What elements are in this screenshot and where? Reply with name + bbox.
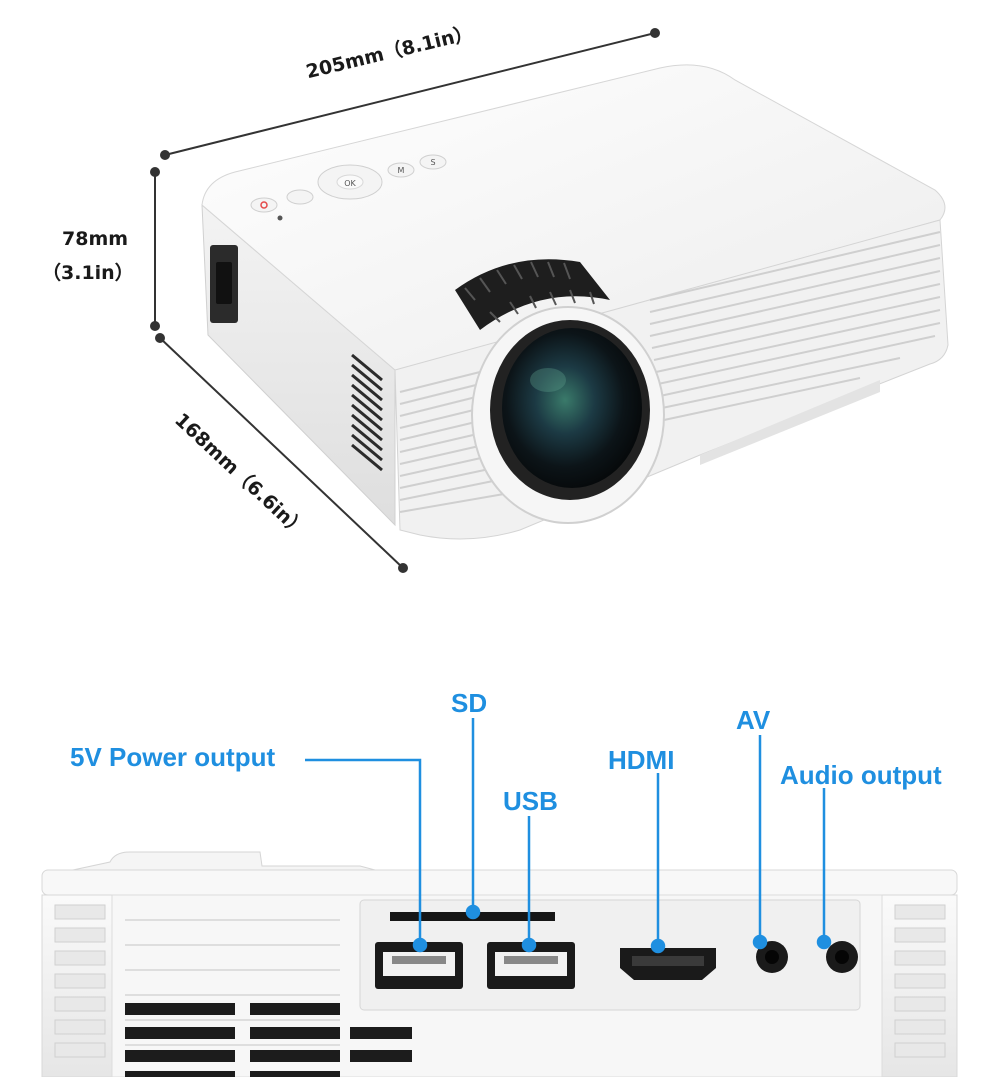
height-dimension-mm-label: 78mm [62, 228, 129, 250]
ok-label: OK [344, 179, 356, 188]
power-button [250, 197, 278, 213]
audio-output-label: Audio output [780, 760, 942, 790]
power-output-label: 5V Power output [70, 742, 276, 772]
sd-label: SD [451, 688, 488, 718]
dimension-lines [150, 28, 660, 573]
callout-lines [305, 718, 832, 954]
height-dimension-in-label: （3.1in） [42, 262, 134, 284]
hdmi-label: HDMI [608, 745, 675, 775]
lens-icon [502, 328, 642, 488]
vent-grille [125, 1003, 412, 1077]
av-label: AV [736, 705, 771, 735]
rear-panel [41, 851, 958, 1077]
menu-label: M [398, 166, 405, 175]
source-label: S [430, 158, 435, 167]
projector-body: OK M S [201, 64, 949, 540]
menu-button [387, 162, 415, 178]
indicator-led [277, 215, 283, 221]
usb-label: USB [503, 786, 558, 816]
control-panel: OK M S [250, 154, 447, 221]
back-button [286, 189, 314, 205]
ok-button [336, 174, 364, 190]
source-button [419, 154, 447, 170]
power-icon [260, 201, 268, 209]
